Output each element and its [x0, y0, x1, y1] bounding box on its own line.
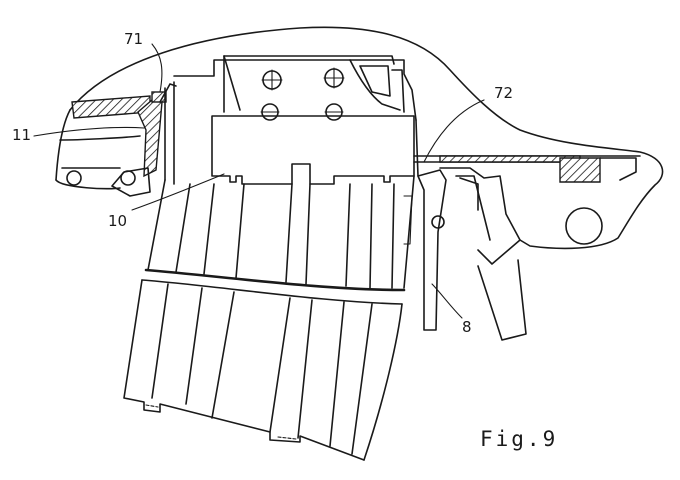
magazine-lower: [123, 279, 403, 461]
label-8: 8: [462, 318, 472, 336]
leader-lines: [33, 43, 485, 319]
bolt-block: [223, 55, 405, 121]
magazine-well: [164, 55, 417, 185]
screw-1: [261, 69, 283, 91]
screw-2: [323, 67, 345, 89]
part-8: [417, 169, 447, 331]
pivot-pin: [565, 207, 603, 245]
part-71: [151, 83, 177, 103]
screw-4: [324, 103, 344, 121]
trigger-group: [417, 167, 603, 341]
part-11: [59, 95, 163, 197]
magazine-upper: [147, 175, 415, 289]
part-72: [413, 119, 641, 183]
label-71: 71: [124, 30, 143, 48]
part-10: [211, 115, 415, 185]
figure-caption: Fig.9: [480, 427, 558, 451]
label-11: 11: [12, 126, 31, 144]
break-lines: [141, 268, 406, 305]
screw-3: [260, 103, 280, 121]
label-72: 72: [494, 84, 513, 102]
label-10: 10: [108, 212, 127, 230]
